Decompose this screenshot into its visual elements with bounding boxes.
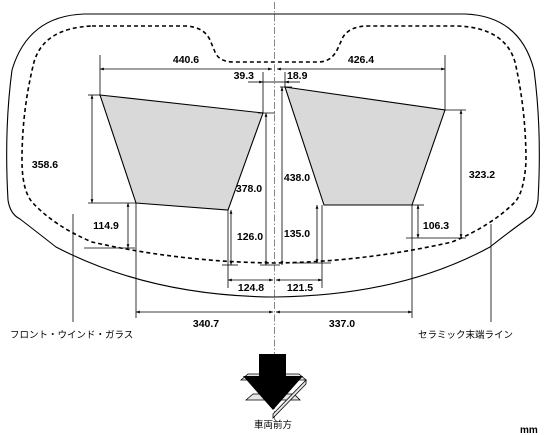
dim-right-inner-height: 438.0 xyxy=(284,172,310,184)
dim-left-bottom-inset: 124.8 xyxy=(238,282,264,294)
right-patch xyxy=(284,86,446,206)
dim-left-outer-height: 358.6 xyxy=(32,159,58,171)
dim-left-bottom-span: 340.7 xyxy=(193,318,219,330)
dim-right-bottom-span: 337.0 xyxy=(329,318,355,330)
dim-left-top-width: 440.6 xyxy=(173,54,199,66)
dim-right-top-width: 426.4 xyxy=(348,54,374,66)
vehicle-front-arrow-icon xyxy=(239,354,308,419)
dim-right-bottom-inset: 121.5 xyxy=(287,282,313,294)
dimension-labels: 440.6 426.4 39.3 18.9 358.6 378.0 438.0 … xyxy=(32,54,495,330)
dim-right-inner-bottom-gap: 135.0 xyxy=(284,228,310,240)
windshield-label: フロント・ウインド・ガラス xyxy=(10,330,133,341)
dim-right-center-gap: 18.9 xyxy=(287,70,308,82)
dim-left-outer-bottom-gap: 114.9 xyxy=(93,220,119,232)
dim-left-inner-bottom-gap: 126.0 xyxy=(237,231,263,243)
unit-label: mm xyxy=(520,425,538,435)
dimension-lines xyxy=(90,67,463,314)
dim-left-inner-height: 378.0 xyxy=(236,183,262,195)
windshield-outline xyxy=(6,13,540,298)
ceramic-line-label: セラミック末端ライン xyxy=(418,329,513,341)
dim-right-outer-height: 323.2 xyxy=(469,169,495,181)
dim-right-outer-bottom-gap: 106.3 xyxy=(423,220,449,232)
vehicle-front-label: 車両前方 xyxy=(254,419,292,431)
dim-left-center-gap: 39.3 xyxy=(234,70,255,82)
ceramic-end-line xyxy=(21,25,527,264)
